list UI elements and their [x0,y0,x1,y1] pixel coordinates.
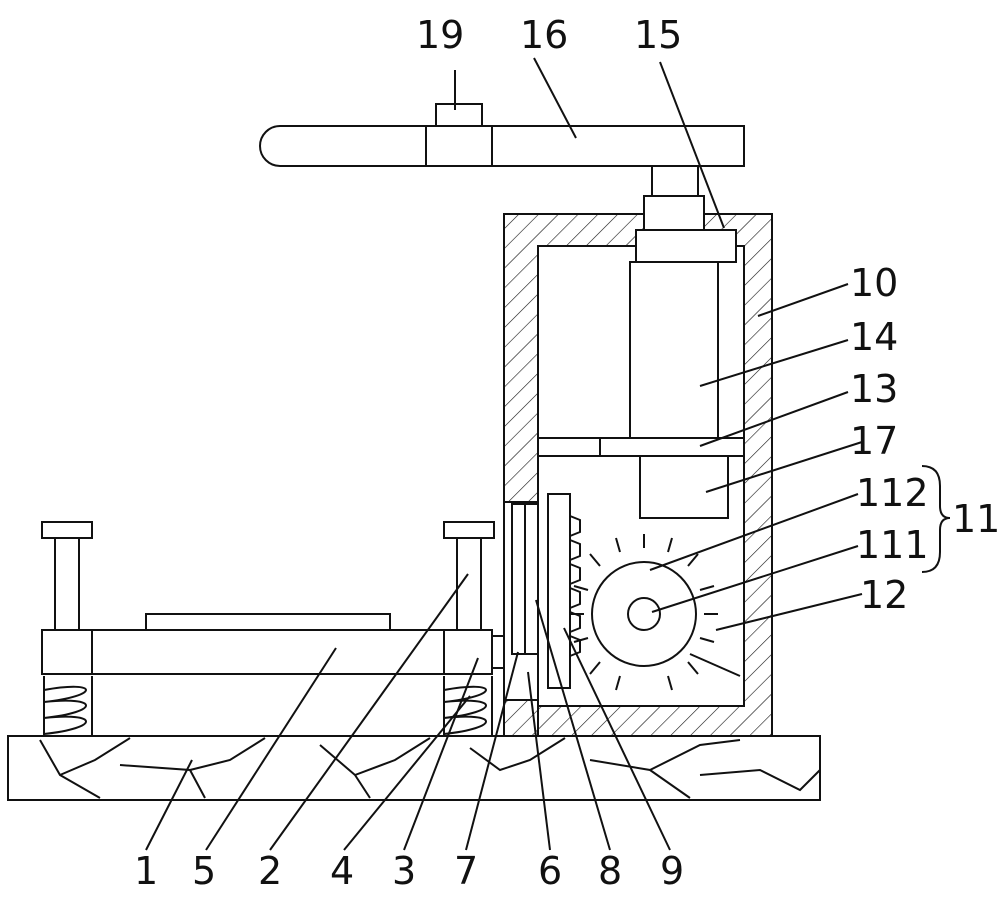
label-8: 8 [598,849,622,893]
label-1: 1 [134,849,158,893]
left-spring [44,676,92,736]
label-112: 112 [856,471,929,515]
label-6: 6 [538,849,562,893]
base-plate [8,736,820,800]
label-16: 16 [520,13,568,57]
label-3: 3 [392,849,416,893]
label-5: 5 [192,849,216,893]
label-10: 10 [850,261,898,305]
label-4: 4 [330,849,354,893]
left-post [42,522,92,630]
label-111: 111 [856,523,929,567]
label-7: 7 [454,849,478,893]
slide-rails [512,504,538,654]
top-arm [260,104,744,166]
cylinder [630,262,718,438]
label-13: 13 [850,367,898,411]
label-2: 2 [258,849,282,893]
platform [42,614,492,674]
motor [640,456,728,518]
label-11: 11 [952,497,1000,541]
label-9: 9 [660,849,684,893]
label-12: 12 [860,573,908,617]
label-19: 19 [416,13,464,57]
right-post [444,522,494,630]
label-17: 17 [850,419,898,463]
label-14: 14 [850,315,898,359]
label-15: 15 [634,13,682,57]
